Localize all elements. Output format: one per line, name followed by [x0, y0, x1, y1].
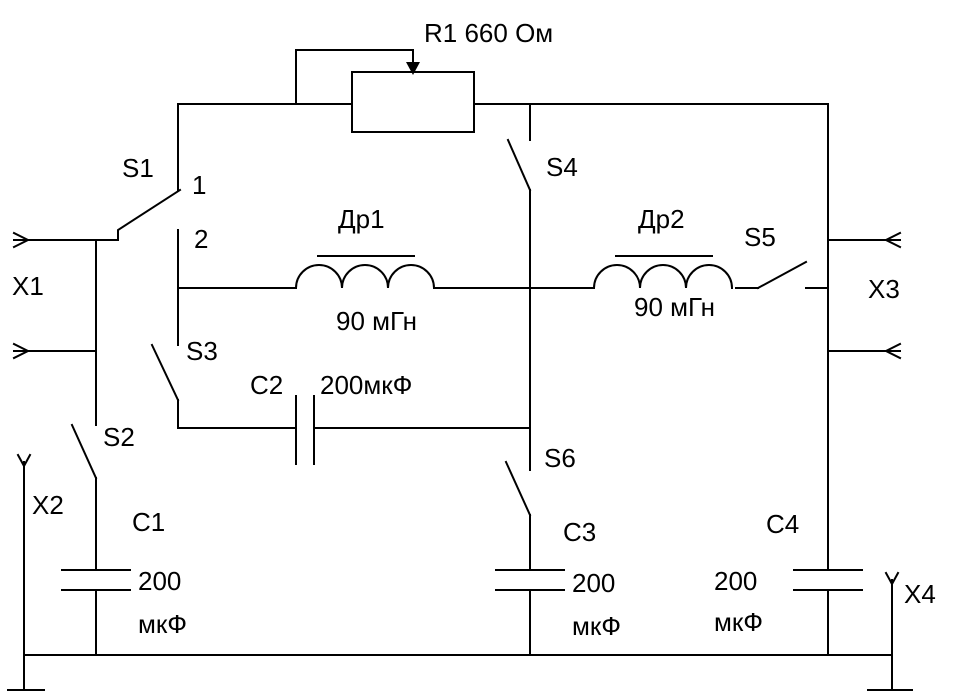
- s3-label: S3: [186, 336, 218, 366]
- x1-label: X1: [12, 271, 44, 301]
- dr1-value: 90 мГн: [336, 306, 417, 336]
- r1-label: R1 660 Ом: [424, 18, 553, 48]
- inductor-dr1: [294, 255, 436, 290]
- c3-value-line2: мкФ: [572, 611, 621, 641]
- r1-wiper-arrowhead: [406, 62, 420, 75]
- wire-top-right: [473, 103, 829, 289]
- c1-value-line1: 200: [138, 566, 181, 596]
- connector-x1-arrows: [12, 231, 31, 360]
- s5-label: S5: [744, 222, 776, 252]
- s1-pos1-label: 1: [192, 170, 206, 200]
- c1-label: C1: [132, 507, 165, 537]
- c3-label: C3: [563, 517, 596, 547]
- c2-value: 200мкФ: [320, 370, 412, 400]
- switch-s2: [70, 423, 98, 480]
- s6-label: S6: [544, 443, 576, 473]
- c1-value-line2: мкФ: [138, 609, 187, 639]
- switch-s1: [117, 188, 182, 241]
- wire-x2-antenna: [7, 461, 45, 691]
- labels: R1 660 Ом S1 1 2 S2 S3 S4 S5 S6 Др1 90 м…: [12, 18, 936, 641]
- connector-x2-symbol: [16, 453, 32, 469]
- switch-s6: [504, 460, 532, 517]
- c4-label: C4: [766, 509, 799, 539]
- dr2-value: 90 мГн: [634, 292, 715, 322]
- resistor-r1: [351, 62, 475, 133]
- x2-label: X2: [32, 490, 64, 520]
- s4-label: S4: [546, 152, 578, 182]
- wire-right-bus: [805, 239, 901, 656]
- capacitor-c2: [295, 395, 315, 465]
- c4-value-line2: мкФ: [714, 607, 763, 637]
- capacitor-c4: [793, 569, 863, 591]
- wire-mid-bus: [177, 103, 759, 471]
- switch-s4: [506, 138, 532, 192]
- dr1-label: Др1: [338, 204, 385, 234]
- wire-r1-wiper-loop: [295, 49, 414, 105]
- s1-label: S1: [122, 153, 154, 183]
- c3-value-line1: 200: [572, 568, 615, 598]
- connector-x4-symbol: [884, 571, 900, 587]
- switch-s3: [150, 343, 180, 402]
- x3-label: X3: [868, 274, 900, 304]
- capacitor-c1: [61, 569, 131, 591]
- x4-label: X4: [904, 579, 936, 609]
- c4-value-line1: 200: [714, 566, 757, 596]
- s1-pos2-label: 2: [194, 224, 208, 254]
- capacitor-c3: [495, 569, 565, 591]
- inductor-dr2: [592, 255, 734, 290]
- dr2-label: Др2: [638, 204, 685, 234]
- switch-s5: [756, 260, 808, 290]
- wire-x1-bus: [13, 239, 119, 426]
- c2-label: C2: [250, 370, 283, 400]
- wire-top-left: [177, 103, 353, 191]
- connector-x3-arrows: [883, 231, 902, 360]
- wire-s1-pos2-bus: [177, 229, 297, 346]
- wire-x4-antenna: [867, 579, 913, 691]
- s2-label: S2: [103, 422, 135, 452]
